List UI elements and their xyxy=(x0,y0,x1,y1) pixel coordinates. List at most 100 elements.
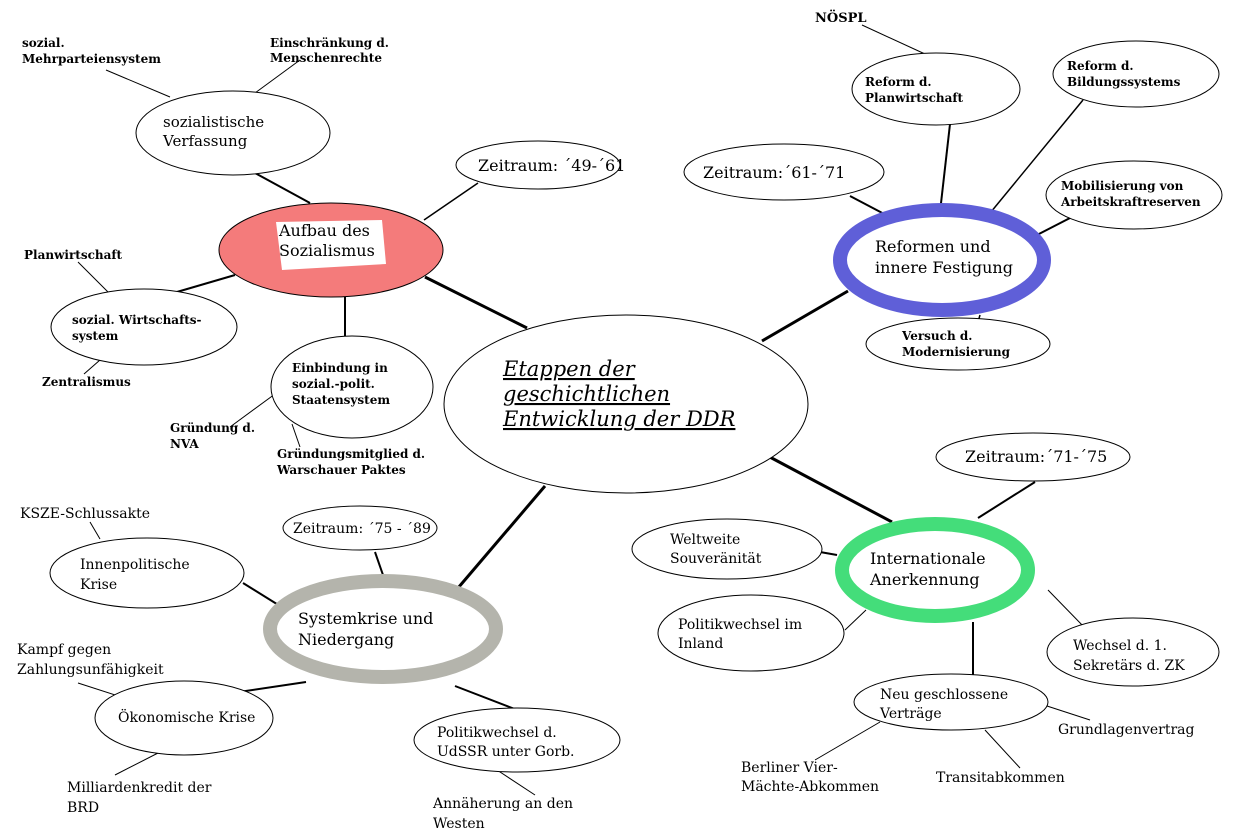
mehrparteien-label-2: Mehrparteiensystem xyxy=(22,52,161,66)
anerkennung-node xyxy=(835,517,1035,623)
verfassung-label-1: sozialistische xyxy=(163,113,264,131)
annaeherung-label-2: Westen xyxy=(433,816,485,832)
node-reformen-zeitraum xyxy=(683,143,885,201)
nva-label-1: Gründung d. xyxy=(170,421,255,435)
node-modernisierung xyxy=(865,317,1051,371)
link-anerkennung-zeitraum xyxy=(977,481,1036,519)
sub-ellipses xyxy=(49,40,1223,773)
innenpolitisch-label-2: Krise xyxy=(80,577,117,593)
node-oekonomisch xyxy=(94,680,274,756)
verfassung-label-2: Verfassung xyxy=(162,132,248,150)
systemkrise-zeitraum-label: Zeitraum: ´75 - ´89 xyxy=(293,521,431,537)
anerkennung-ring xyxy=(835,517,1035,623)
center-title: Etappen der geschichtlichen Entwicklung … xyxy=(502,357,736,431)
link-vertraege-grundlagen xyxy=(1046,705,1091,721)
systemkrise-title-1: Systemkrise und xyxy=(298,609,433,628)
berlin-label-1: Berliner Vier- xyxy=(741,760,838,776)
einbindung-label-3: Staatensystem xyxy=(292,393,390,407)
link-wirtschaft-planwirtschaft xyxy=(77,261,113,297)
souveraenitaet-label-1: Weltweite xyxy=(670,532,740,548)
node-vertraege xyxy=(853,673,1049,731)
systemkrise-title-2: Niedergang xyxy=(298,630,394,649)
wirtschaft-label-1: sozial. Wirtschafts- xyxy=(72,313,202,327)
link-planwirtschaft-noespl xyxy=(861,24,926,55)
node-aufbau-zeitraum xyxy=(455,140,621,190)
reform-planwirtschaft-label-2: Planwirtschaft xyxy=(865,91,964,105)
menschenrechte-label-2: Menschenrechte xyxy=(270,51,382,65)
souveraenitaet-label-2: Souveränität xyxy=(670,551,762,567)
kampf-label-1: Kampf gegen xyxy=(17,642,111,658)
link-center-aufbau xyxy=(424,275,528,330)
planwirtschaft-label: Planwirtschaft xyxy=(24,248,123,262)
grundlagen-label: Grundlagenvertrag xyxy=(1058,722,1195,738)
mehrparteien-label-1: sozial. xyxy=(22,36,65,50)
aufbau-node xyxy=(218,202,444,298)
aufbau-zeitraum-label: Zeitraum: ´49-´61 xyxy=(478,156,625,175)
node-souveraenitaet xyxy=(631,518,823,580)
center-node xyxy=(443,314,809,494)
noespl-label: NÖSPL xyxy=(815,9,867,26)
link-vertraege-transit xyxy=(984,729,1021,769)
link-oekonomisch-milliarden xyxy=(114,751,161,776)
link-anerkennung-politikwechsel xyxy=(844,609,867,631)
modernisierung-label-1: Versuch d. xyxy=(901,329,972,343)
kampf-label-2: Zahlungsunfähigkeit xyxy=(17,662,164,678)
link-verfassung-menschenrechte xyxy=(254,59,301,94)
sekretaer-label-2: Sekretärs d. ZK xyxy=(1073,658,1185,674)
link-systemkrise-innenpolitisch xyxy=(242,582,281,607)
link-wirtschaft-zentralismus xyxy=(83,359,101,375)
link-center-anerkennung xyxy=(765,453,893,524)
link-aufbau-wirtschaft xyxy=(169,274,236,295)
nva-label-2: NVA xyxy=(170,437,199,451)
link-reformen-mobilisierung xyxy=(1034,217,1071,237)
oekonomisch-label: Ökonomische Krise xyxy=(118,708,255,726)
anerkennung-zeitraum-label: Zeitraum:´71-´75 xyxy=(965,447,1107,466)
modernisierung-label-2: Modernisierung xyxy=(902,345,1011,359)
node-systemkrise-zeitraum xyxy=(282,505,438,551)
systemkrise-ring xyxy=(263,574,503,684)
link-center-systemkrise xyxy=(456,485,547,589)
aufbau-title-2: Sozialismus xyxy=(279,241,375,260)
zentralismus-label: Zentralismus xyxy=(42,375,131,389)
link-systemkrise-zeitraum xyxy=(374,551,384,576)
bildung-label-1: Reform d. xyxy=(1067,59,1134,73)
transit-label: Transitabkommen xyxy=(936,770,1065,786)
menschenrechte-label-1: Einschränkung d. xyxy=(270,36,389,50)
link-reformen-bildung xyxy=(985,99,1084,219)
node-innenpolitisch xyxy=(49,537,245,609)
udssr-label-1: Politikwechsel d. xyxy=(437,725,557,741)
politikwechsel-label-2: Inland xyxy=(678,636,723,652)
reformen-zeitraum-label: Zeitraum:´61-´71 xyxy=(703,163,845,182)
node-anerkennung-zeitraum xyxy=(935,432,1131,482)
systemkrise-node xyxy=(263,574,503,684)
reformen-title-1: Reformen und xyxy=(875,237,991,256)
anerkennung-title-2: Anerkennung xyxy=(869,570,980,589)
node-bildung xyxy=(1052,40,1220,108)
link-vertraege-berlin xyxy=(814,721,881,761)
bildung-label-2: Bildungssystems xyxy=(1067,75,1181,89)
milliarden-label-2: BRD xyxy=(67,800,99,816)
link-innenpolitisch-ksze xyxy=(89,521,101,540)
link-anerkennung-souveraenitaet xyxy=(819,551,838,556)
milliarden-label-1: Milliardenkredit der xyxy=(67,780,212,796)
innenpolitisch-label-1: Innenpolitische xyxy=(80,557,190,573)
mobilisierung-label-2: Arbeitskraftreserven xyxy=(1060,195,1201,209)
node-verfassung xyxy=(135,90,331,176)
vertraege-label-2: Verträge xyxy=(879,706,942,722)
reform-planwirtschaft-label-1: Reform d. xyxy=(865,75,932,89)
warschau-label-1: Gründungsmitglied d. xyxy=(277,447,425,461)
einbindung-label-1: Einbindung in xyxy=(292,361,388,375)
center-title-line-3: Entwicklung der DDR xyxy=(502,407,736,431)
center-title-line-2: geschichtlichen xyxy=(503,382,670,406)
aufbau-highlight xyxy=(276,220,386,270)
berlin-label-2: Mächte-Abkommen xyxy=(741,779,879,795)
node-politikwechsel xyxy=(657,594,845,672)
warschau-label-2: Warschauer Paktes xyxy=(276,463,406,477)
sekretaer-label-1: Wechsel d. 1. xyxy=(1073,638,1167,654)
link-aufbau-zeitraum xyxy=(423,182,479,221)
udssr-label-2: UdSSR unter Gorb. xyxy=(437,744,575,760)
node-wirtschaft xyxy=(50,288,238,366)
node-mobilisierung xyxy=(1045,160,1223,230)
